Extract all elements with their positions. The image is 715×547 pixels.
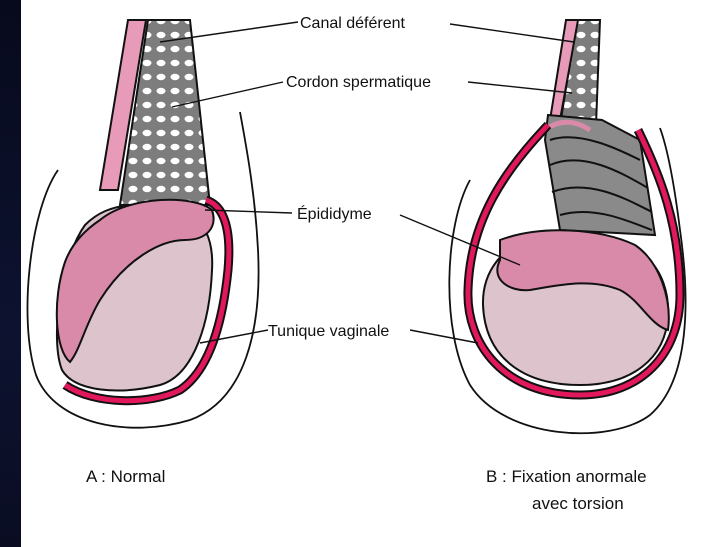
figure-a-normal (27, 20, 258, 428)
figure-b-torsion (449, 20, 685, 433)
caption-b-line2: avec torsion (532, 494, 624, 513)
label-canal-deferent: Canal déférent (300, 15, 406, 32)
caption-a: A : Normal (86, 467, 165, 486)
label-cordon-spermatique: Cordon spermatique (286, 74, 431, 91)
label-epididyme: Épididyme (297, 204, 372, 223)
caption-b-line1: B : Fixation anormale (486, 467, 647, 486)
label-tunique-vaginale: Tunique vaginale (268, 323, 389, 340)
